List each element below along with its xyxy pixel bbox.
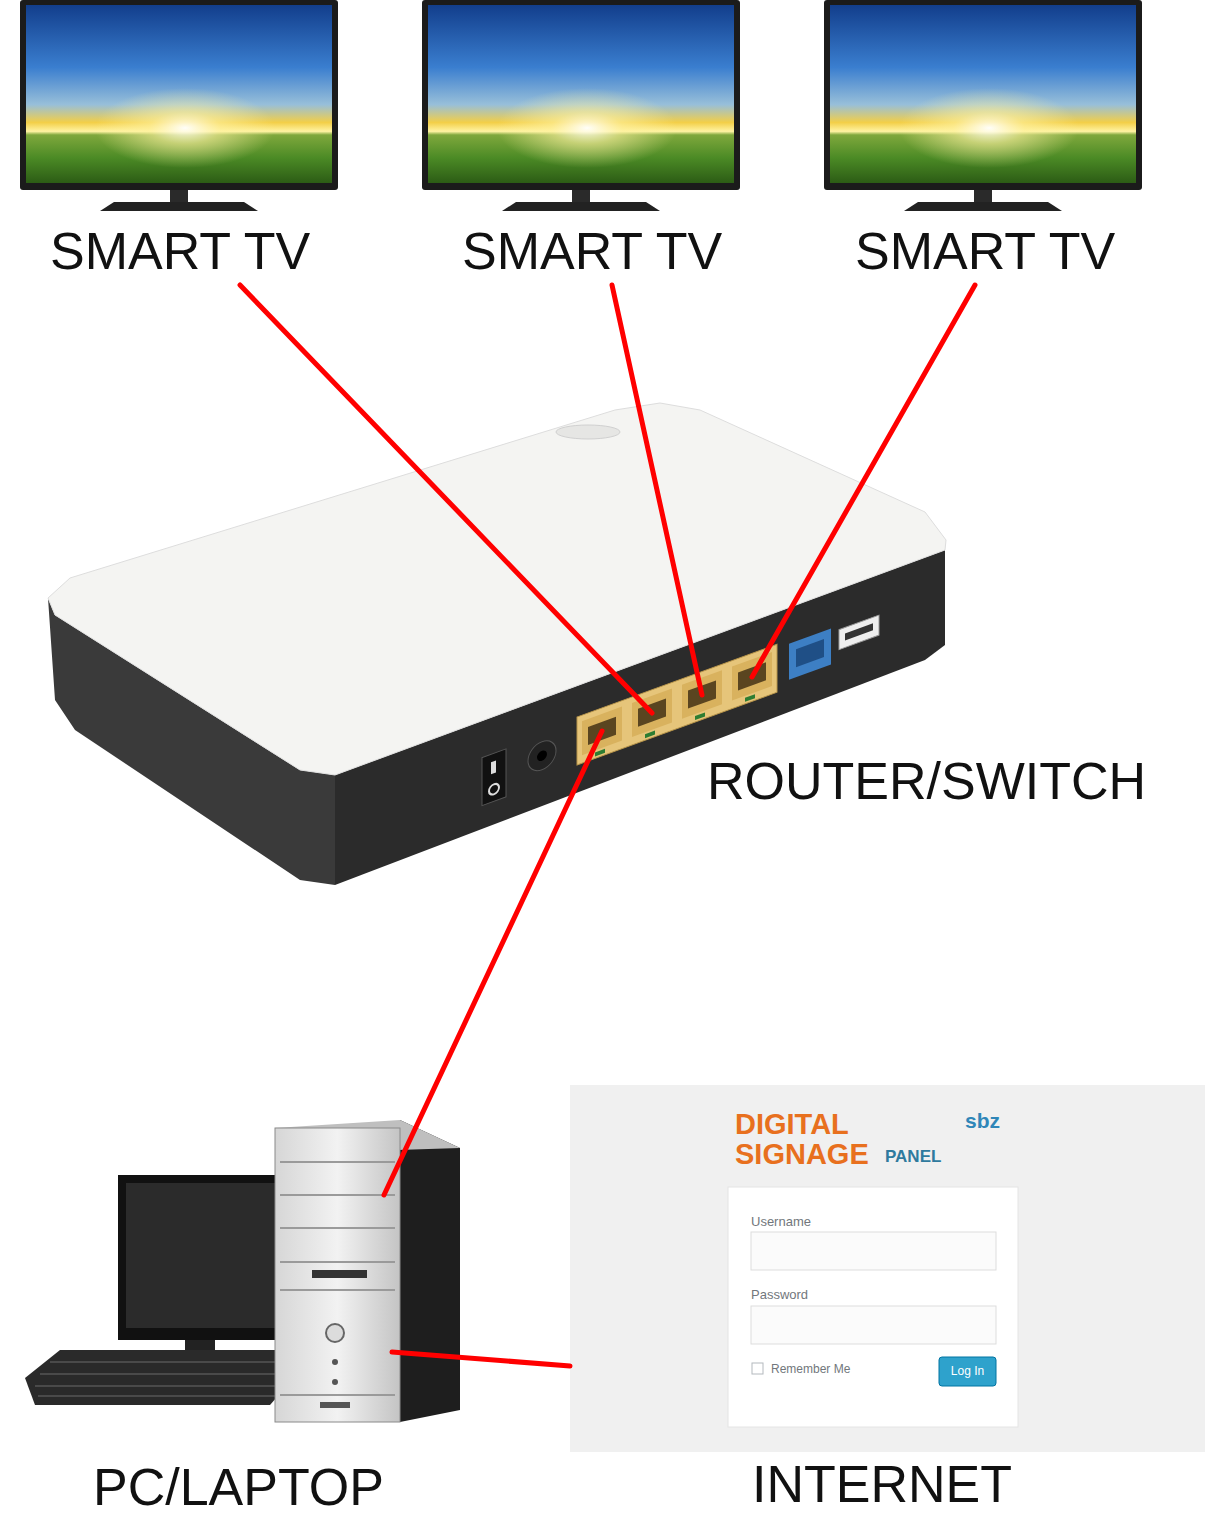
field-label: Username	[751, 1215, 811, 1228]
tower-side	[400, 1120, 460, 1422]
dc-pin	[537, 749, 547, 763]
device-label: PC/LAPTOP	[93, 1461, 384, 1513]
tv-icon	[422, 0, 740, 211]
username-input	[751, 1232, 996, 1270]
device-label: SMART TV	[462, 225, 722, 277]
port-led	[695, 712, 705, 720]
tv-node: SMART TV	[822, 0, 1142, 285]
field-label: Password	[751, 1288, 808, 1301]
usb-front	[320, 1402, 350, 1408]
usb-opening	[845, 623, 873, 640]
panel-node: DIGITALSIGNAGE PANEL sbzINTERNET UsernamePa…	[570, 1085, 1205, 1515]
led	[332, 1359, 338, 1365]
power-button	[326, 1324, 344, 1342]
monitor-screen	[126, 1183, 276, 1328]
dc-jack	[528, 737, 556, 775]
checkbox	[752, 1363, 763, 1374]
logo-mark: sbz	[965, 1110, 1000, 1131]
password-input	[751, 1306, 996, 1344]
panel-background	[570, 1085, 1205, 1452]
network-cable	[384, 731, 602, 1195]
port-led	[645, 731, 655, 739]
login-button	[939, 1357, 996, 1386]
keyboard-keys	[35, 1362, 288, 1396]
router-node: ROUTER/SWITCH	[40, 400, 1155, 890]
port-opening	[796, 639, 824, 667]
tower-front	[275, 1128, 400, 1422]
monitor	[118, 1175, 283, 1340]
device-label: SMART TV	[855, 225, 1115, 277]
network-cable	[612, 285, 702, 695]
wan-port	[789, 629, 831, 680]
switch-mark	[491, 760, 496, 774]
drive-bays	[280, 1162, 395, 1395]
led	[332, 1379, 338, 1385]
tv-icon	[824, 0, 1142, 211]
router-top	[48, 403, 946, 775]
tv-icon	[20, 0, 338, 211]
device-label: ROUTER/SWITCH	[707, 755, 1146, 807]
port-block	[577, 644, 777, 765]
network-cable	[752, 285, 975, 677]
power-switch	[482, 749, 506, 806]
tv-node: SMART TV	[420, 0, 740, 285]
checkbox-label: Remember Me	[771, 1363, 850, 1375]
logo-text: DIGITAL	[735, 1110, 849, 1139]
switch-mark	[489, 782, 499, 796]
network-cable	[392, 1352, 570, 1366]
port-led	[595, 749, 605, 757]
pc-node: PC/LAPTOP	[25, 1195, 392, 1513]
keyboard	[25, 1350, 292, 1405]
button-label: Log In	[939, 1365, 996, 1377]
device-label: INTERNET	[752, 1458, 1012, 1510]
tv-node: SMART TV	[20, 0, 340, 285]
login-card	[728, 1187, 1018, 1427]
device-label: SMART TV	[50, 225, 310, 277]
button: Log In	[939, 1357, 998, 1386]
logo-text: SIGNAGE	[735, 1140, 869, 1169]
router-button	[556, 425, 620, 439]
usb-port	[839, 615, 879, 650]
card-slot	[312, 1270, 367, 1278]
network-cable	[240, 285, 652, 713]
logo-text: PANEL	[885, 1148, 941, 1165]
port-led	[745, 694, 755, 702]
login-form: UsernamePasswordRemember Me Log In	[728, 1187, 1018, 1427]
